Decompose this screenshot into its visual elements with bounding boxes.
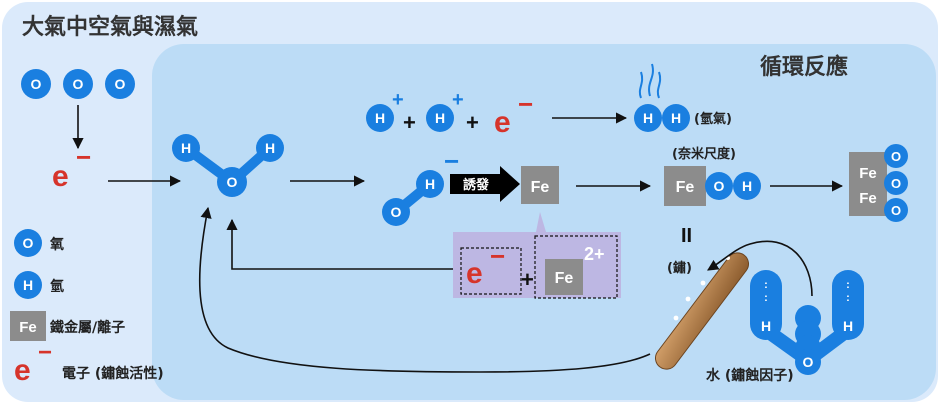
hydrogen-ion-reaction: H + + H + + e −	[366, 89, 533, 139]
svg-text:2+: 2+	[584, 244, 605, 264]
svg-text:O: O	[891, 149, 901, 164]
svg-text:e: e	[466, 257, 483, 290]
svg-text:e: e	[494, 106, 511, 139]
arrow-water-to-rust	[707, 240, 813, 297]
svg-text:H: H	[425, 176, 435, 192]
legend-electron: e − 電子 (鏽蝕活性)	[14, 339, 164, 387]
svg-text:+: +	[392, 89, 404, 111]
hydrogen-gas-label: (氫氣)	[694, 111, 732, 127]
iron-hydroxide: (奈米尺度) Fe O H	[664, 146, 761, 206]
iron-ion-callout: e − + Fe 2+	[453, 212, 621, 299]
hydrogen-gas: H H (氫氣)	[634, 63, 732, 132]
svg-text:H: H	[265, 140, 275, 156]
svg-text:Fe: Fe	[19, 319, 37, 336]
legend: O 氧 H 氫 Fe 鐵金屬/離子 e − 電子 (鏽蝕活性)	[10, 229, 164, 387]
outer-title: 大氣中空氣與濕氣	[22, 14, 198, 40]
svg-text:−: −	[490, 241, 505, 271]
arrow-ion-to-water	[226, 218, 453, 270]
svg-text:+: +	[403, 110, 416, 135]
parallel-sign: II	[681, 225, 692, 247]
svg-text:H: H	[761, 318, 771, 334]
nano-scale-label: (奈米尺度)	[672, 146, 736, 162]
inner-panel	[152, 44, 936, 400]
legend-iron: Fe 鐵金屬/離子	[10, 311, 125, 341]
svg-text:+: +	[521, 267, 534, 292]
svg-text:+: +	[452, 89, 464, 111]
legend-hydrogen: H 氫	[14, 271, 64, 299]
svg-text:H: H	[742, 178, 752, 194]
svg-text:O: O	[227, 174, 238, 190]
svg-text:−: −	[38, 339, 52, 366]
svg-text::: :	[846, 292, 850, 304]
svg-text:O: O	[803, 354, 814, 370]
svg-text:O: O	[31, 76, 42, 92]
svg-text:O: O	[73, 76, 84, 92]
svg-text:鐵金屬/離子: 鐵金屬/離子	[50, 319, 125, 336]
iron-oxide: Fe Fe O O O	[849, 144, 908, 222]
svg-text:H: H	[671, 110, 681, 126]
svg-text::: :	[764, 292, 768, 304]
oxygen-molecules: O O O	[21, 69, 135, 99]
svg-text:−: −	[518, 89, 533, 119]
svg-text:O: O	[891, 203, 901, 218]
induce-arrow: 誘發	[450, 166, 520, 202]
svg-text:H: H	[23, 277, 33, 293]
legend-oxygen: O 氧	[14, 229, 64, 257]
svg-text:+: +	[466, 110, 479, 135]
svg-text:H: H	[181, 140, 191, 156]
induce-label: 誘發	[463, 177, 489, 193]
inner-title: 循環反應	[760, 54, 848, 80]
svg-text:O: O	[891, 176, 901, 191]
svg-text:H: H	[643, 110, 653, 126]
svg-text:電子 (鏽蝕活性): 電子 (鏽蝕活性)	[62, 365, 164, 382]
svg-text:Fe: Fe	[555, 270, 574, 287]
svg-text:−: −	[444, 146, 459, 176]
water-cluster: : : : : H H O	[750, 270, 864, 375]
iron-atom: Fe	[521, 166, 559, 204]
svg-text::: :	[764, 279, 768, 291]
water-label: 水 (鏽蝕因子)	[706, 367, 794, 384]
svg-text:Fe: Fe	[859, 190, 877, 207]
svg-text:−: −	[76, 142, 91, 172]
svg-text:Fe: Fe	[859, 165, 877, 182]
svg-text:e: e	[52, 160, 69, 193]
electron-left: e −	[52, 142, 91, 193]
svg-text:氫: 氫	[50, 278, 64, 295]
svg-text:Fe: Fe	[676, 179, 695, 196]
svg-text:Fe: Fe	[531, 179, 550, 196]
arrow-rust-to-water-loop	[198, 206, 651, 373]
rust-label: (鏽)	[667, 260, 692, 276]
svg-text:H: H	[843, 318, 853, 334]
svg-text:O: O	[714, 178, 725, 194]
svg-text:H: H	[375, 110, 385, 126]
water-molecule: H H O	[172, 134, 284, 197]
svg-text:O: O	[23, 235, 34, 251]
svg-text:H: H	[435, 110, 445, 126]
svg-text:O: O	[115, 76, 126, 92]
svg-text:氧: 氧	[49, 236, 64, 253]
svg-text::: :	[846, 279, 850, 291]
svg-text:e: e	[14, 354, 31, 387]
rust-rod	[654, 252, 750, 370]
svg-text:O: O	[391, 204, 402, 220]
hydroxide-ion: O H −	[382, 146, 459, 226]
